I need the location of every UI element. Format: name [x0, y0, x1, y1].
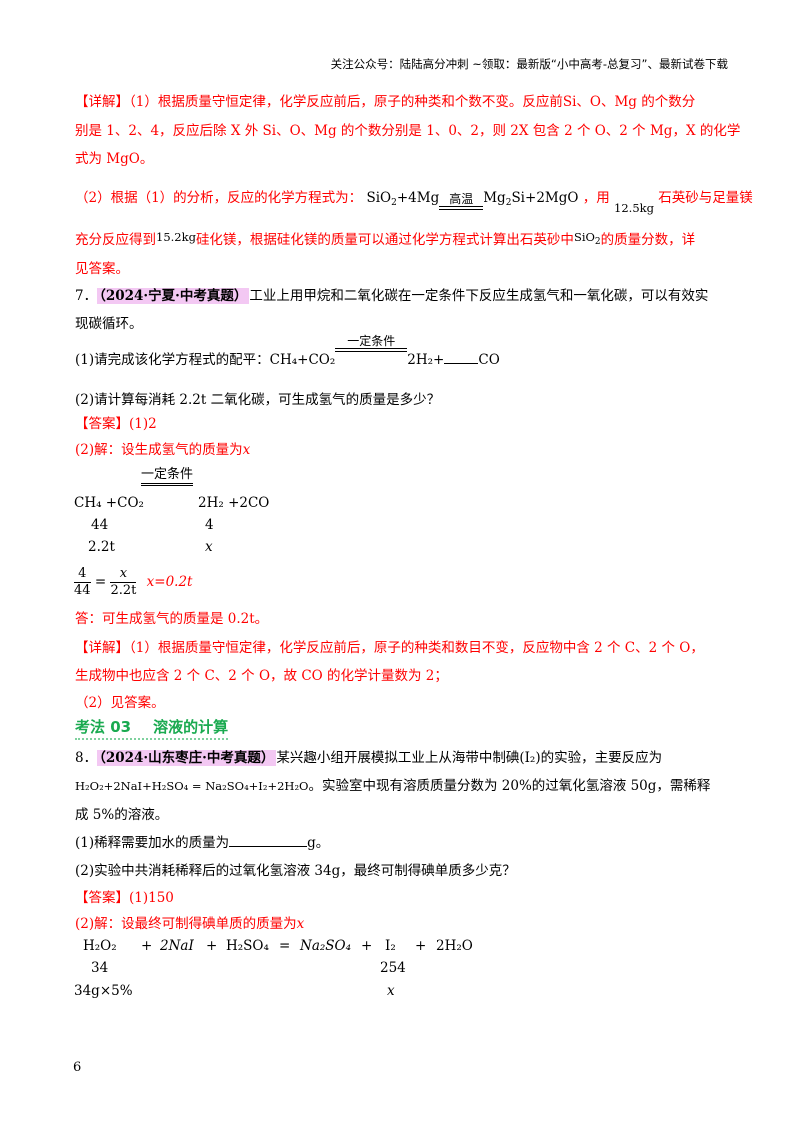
q8-calc-term-3: H₂SO₄ [226, 938, 269, 954]
plus: + [361, 938, 373, 954]
q8-stem2: H₂O₂+2NaI+H₂SO₄ = Na₂SO₄+I₂+2H₂O。实验室中现有溶… [75, 778, 711, 794]
equals: = [279, 938, 291, 954]
q8-solve-intro: (2)解：设最终可制得碘单质的质量为x [75, 916, 305, 932]
q8-calc-term-1: H₂O₂ [83, 938, 117, 954]
q8-calc-mass-right: 254 [380, 960, 406, 976]
q7-calc-condition: 一定条件 [141, 467, 194, 486]
q6-detail-line2: 别是 1、2、4，反应后除 X 外 Si、O、Mg 的个数分别是 1、0、2，则… [75, 123, 741, 139]
page-header: 关注公众号：陆陆高分冲刺 ~领取：最新版“小中高考-总复习”、最新试卷下载 [330, 57, 728, 71]
q8-answer: 【答案】(1)150 [75, 890, 174, 906]
q7-detail-line1: 【详解】（1）根据质量守恒定律，化学反应前后，原子的种类和数目不变，反应物中含 … [75, 640, 704, 656]
q7-sub2: (2)请计算每消耗 2.2t 二氧化碳，可生成氢气的质量是多少？ [75, 392, 441, 408]
plus: + [141, 938, 153, 954]
detail-label: 【详解】 [75, 94, 129, 110]
q7-answer: 【答案】(1)2 [75, 416, 157, 432]
q7-calc-mass-right: 4 [205, 517, 214, 533]
reaction-arrow: 高温 [439, 193, 484, 216]
q7-conclusion: 答：可生成氢气的质量是 0.2t。 [75, 611, 269, 627]
page-number: 6 [73, 1060, 82, 1075]
q7-stem2: 现碳循环。 [75, 316, 143, 332]
q6-detail-line6: 见答案。 [75, 261, 129, 277]
q8-calc-term-4: Na₂SO₄ [300, 938, 352, 954]
plus: + [206, 938, 218, 954]
q7-stem: 7．（2024·宁夏·中考真题）工业上用甲烷和二氧化碳在一定条件下反应生成氢气和… [75, 288, 709, 304]
q6-detail-line3: 式为 MgO。 [75, 151, 154, 167]
q6-detail-line5: 充分反应得到15.2kg硅化镁，根据硅化镁的质量可以通过化学方程式计算出石英砂中… [75, 230, 696, 248]
q8-calc-value-left: 34g×5% [74, 983, 133, 999]
iodine-equation: H₂O₂+2NaI+H₂SO₄ = Na₂SO₄+I₂+2H₂O [75, 779, 309, 793]
q8-sub2: (2)实验中共消耗稀释后的过氧化氢溶液 34g，最终可制得碘单质多少克？ [75, 863, 516, 879]
answer-blank[interactable] [229, 846, 308, 847]
answer-blank[interactable] [444, 363, 479, 364]
q7-solve-intro: (2)解：设生成氢气的质量为x [75, 442, 251, 458]
q7-calc-left: CH₄ +CO₂ [74, 495, 144, 511]
q7-detail-line2: 生成物中也应含 2 个 C、2 个 O，故 CO 的化学计量数为 2； [75, 668, 448, 684]
source-tag: （2024·山东枣庄·中考真题） [97, 750, 277, 766]
q8-calc-mass-left: 34 [91, 960, 109, 976]
q6-detail-line1: 【详解】（1）根据质量守恒定律，化学反应前后，原子的种类和个数不变。反应前Si、… [75, 94, 696, 110]
reaction-arrow: 一定条件 [335, 335, 408, 352]
q7-calc-mass-left: 44 [91, 517, 109, 533]
source-tag: （2024·宁夏·中考真题） [97, 288, 250, 304]
q8-calc-term-5: I₂ [385, 938, 396, 954]
q7-calc-value-right: x [205, 539, 213, 555]
q8-calc-term-6: 2H₂O [436, 938, 473, 954]
plus: + [415, 938, 427, 954]
q8-stem3: 成 5%的溶液。 [75, 807, 169, 823]
q8-stem: 8．（2024·山东枣庄·中考真题）某兴趣小组开展模拟工业上从海带中制碘(I₂)… [75, 750, 663, 766]
q7-calc-value-left: 2.2t [88, 539, 115, 555]
q8-calc-term-2: 2NaI [160, 938, 194, 954]
q7-detail-line3: （2）见答案。 [75, 695, 165, 711]
q8-calc-value-right: x [387, 983, 395, 999]
q7-calc-right: 2H₂ +2CO [198, 495, 270, 511]
